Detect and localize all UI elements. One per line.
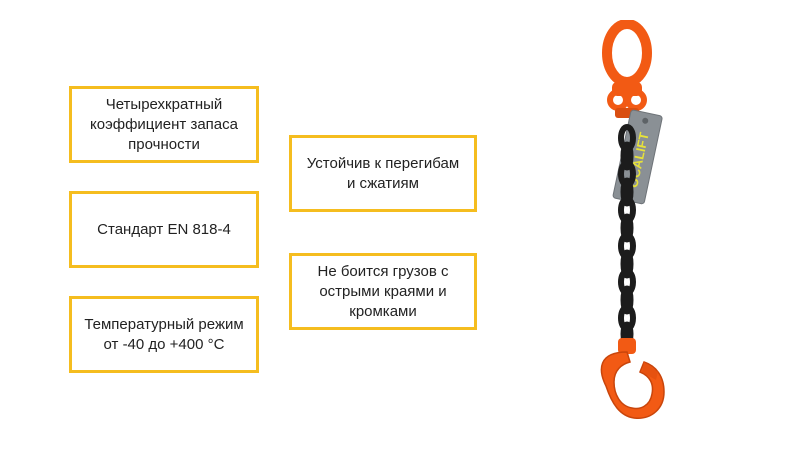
feature-standard: Стандарт EN 818-4 [69,191,259,268]
feature-sharp-edges: Не боится грузов с острыми краями и кром… [289,253,477,330]
feature-safety-factor: Четырехкратный коэффициент запаса прочно… [69,86,259,163]
feature-safety-factor-text: Четырехкратный коэффициент запаса прочно… [90,95,238,153]
chain-sling-image: OCALIFT [600,20,665,419]
feature-standard-text: Стандарт EN 818-4 [97,220,231,238]
product-tag: OCALIFT [612,109,663,205]
feature-bend-resistant-text: Устойчив к перегибам и сжатиям [306,154,460,192]
master-link [602,20,652,87]
chain [618,124,636,347]
feature-bend-resistant: Устойчив к перегибам и сжатиям [289,135,477,212]
feature-sharp-edges-text: Не боится грузов с острыми краями и кром… [317,262,449,320]
feature-temperature-text: Температурный режим от -40 до +400 °С [84,315,244,353]
safety-hook [600,338,665,419]
feature-temperature: Температурный режим от -40 до +400 °С [69,296,259,373]
